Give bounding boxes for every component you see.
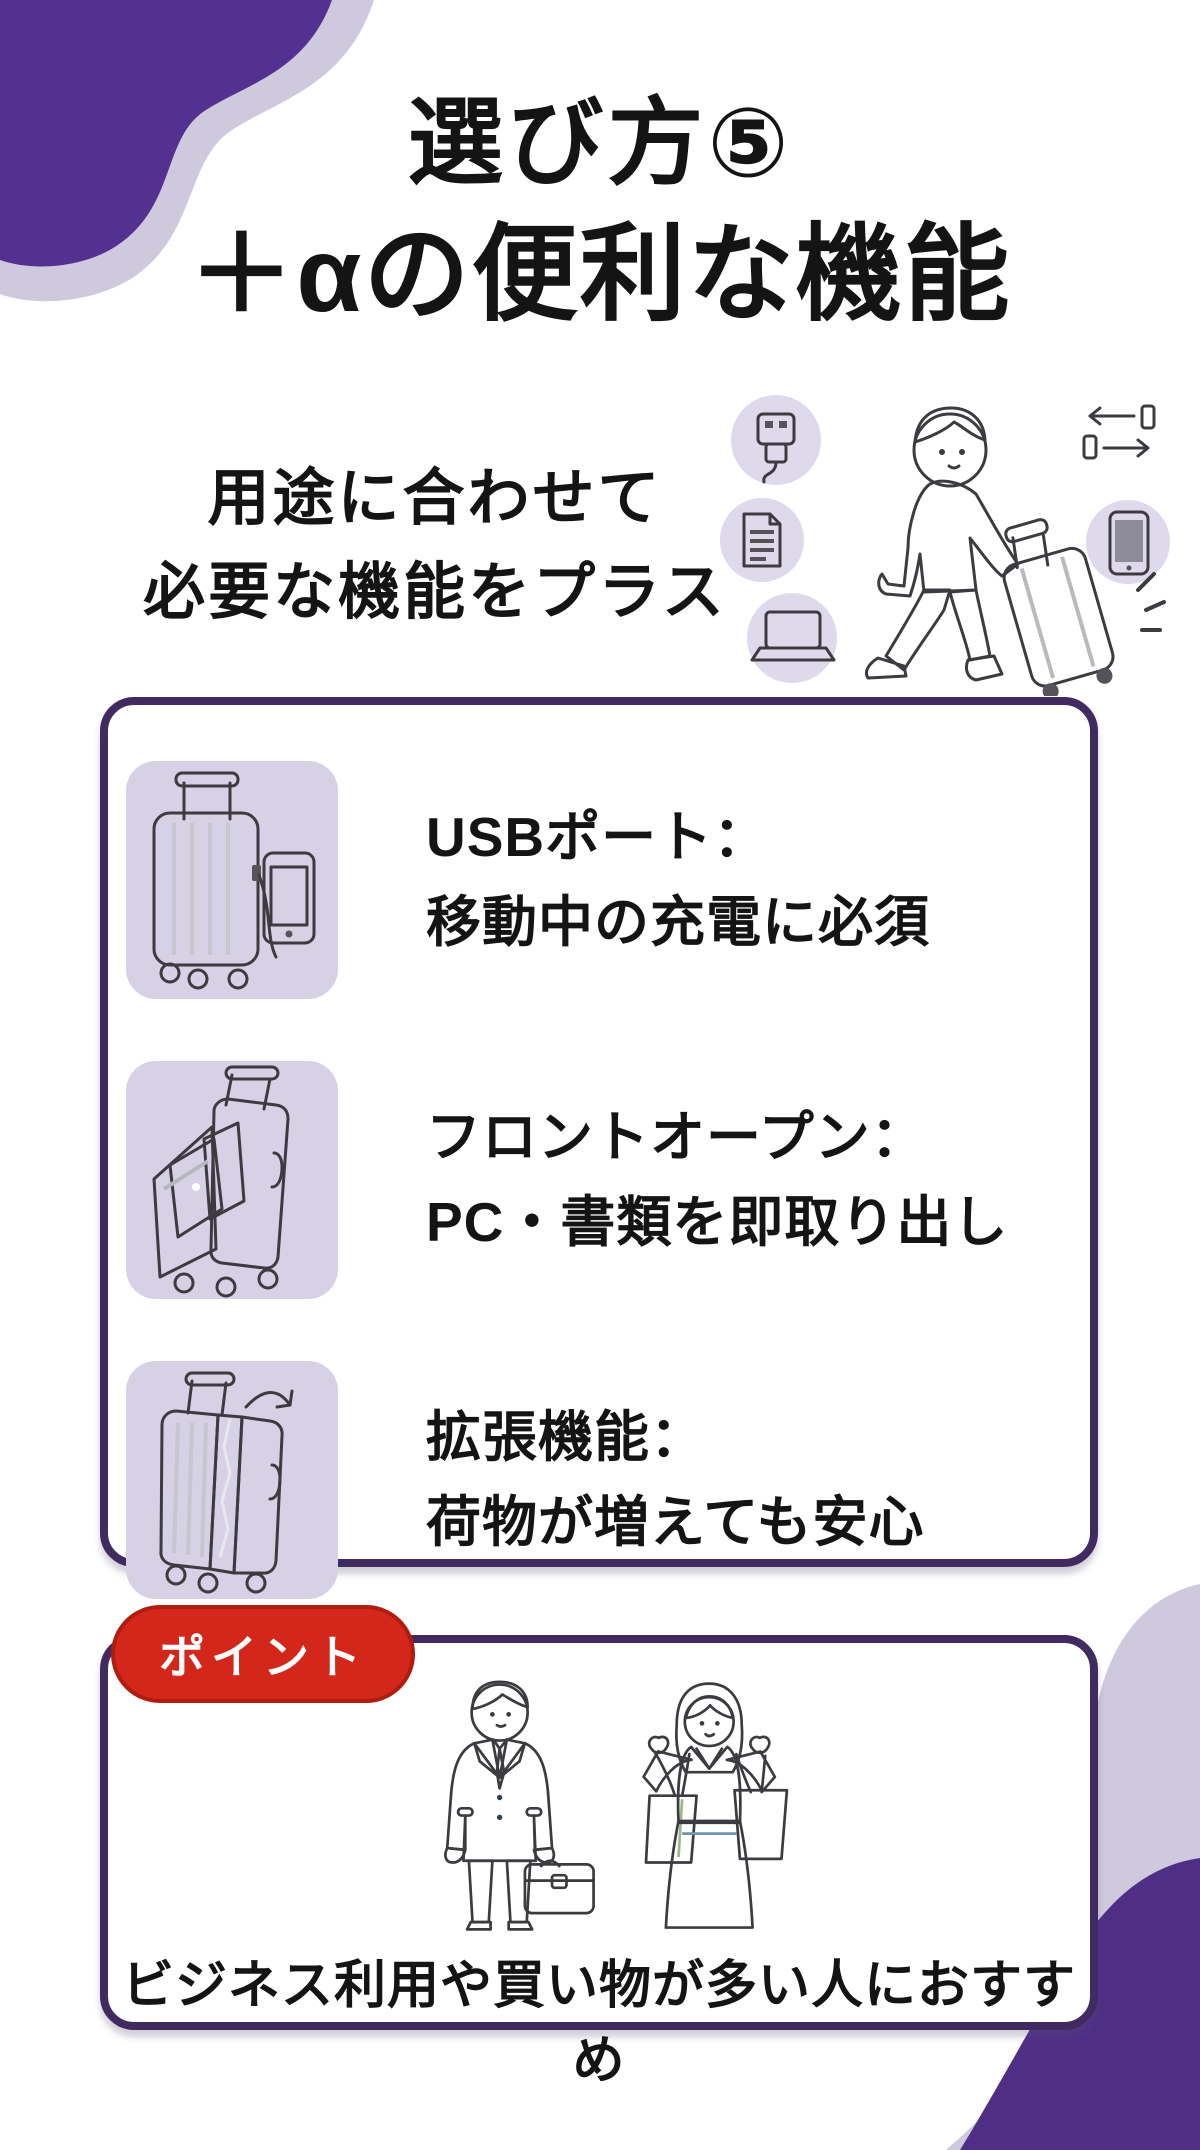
corner-blob-top-left xyxy=(0,0,374,302)
feature-title: 拡張機能： xyxy=(426,1405,707,1468)
title-line2: ＋αの便利な機能 xyxy=(188,216,1012,334)
business-and-shopping-illustration xyxy=(444,1680,789,1931)
intro-text: 用途に合わせて 必要な機能をプラス xyxy=(105,452,765,640)
document-icon xyxy=(720,498,804,582)
intro-line2: 必要な機能をプラス xyxy=(143,558,727,628)
feature-text-expandable: 拡張機能： 荷物が増えても安心 xyxy=(426,1395,925,1566)
feature-desc: 移動中の充電に必須 xyxy=(426,891,931,953)
traveler-illustration xyxy=(720,395,1170,696)
point-badge: ポイント xyxy=(111,1605,415,1703)
features-card: USBポート： 移動中の充電に必須 xyxy=(100,697,1098,1599)
point-card: ポイント xyxy=(100,1605,1098,2090)
usb-plug-icon xyxy=(731,395,821,485)
feature-text-usb-port: USBポート： 移動中の充電に必須 xyxy=(426,795,930,966)
laptop-icon xyxy=(747,593,837,683)
feature-row-expandable: 拡張機能： 荷物が増えても安心 xyxy=(126,1361,1060,1599)
title-line1: 選び方⑤ xyxy=(407,90,793,197)
feature-row-front-open: フロントオープン： PC・書類を即取り出し xyxy=(126,1061,1060,1299)
feature-row-usb-port: USBポート： 移動中の充電に必須 xyxy=(126,761,1060,999)
walking-man xyxy=(864,406,1115,696)
feature-title: USBポート： xyxy=(426,805,770,868)
shopping-woman-figure xyxy=(642,1682,789,1929)
expand-arrows-icon xyxy=(1082,404,1156,460)
point-text: ビジネス利用や買い物が多い人におすすめ xyxy=(121,1957,1076,2090)
motion-lines xyxy=(1136,572,1166,632)
feature-text-front-open: フロントオープン： PC・書類を即取り出し xyxy=(426,1095,1008,1266)
page-title: 選び方⑤ ＋αの便利な機能 xyxy=(0,90,1200,334)
intro-line1: 用途に合わせて xyxy=(207,464,663,533)
businessman-figure xyxy=(444,1680,595,1931)
front-open-suitcase-icon xyxy=(126,1061,338,1299)
usb-charging-suitcase-icon xyxy=(126,761,338,999)
feature-desc: 荷物が増えても安心 xyxy=(426,1491,925,1553)
feature-title: フロントオープン： xyxy=(426,1105,927,1168)
smartphone-icon xyxy=(1086,500,1170,584)
expandable-suitcase-icon xyxy=(126,1361,338,1599)
feature-desc: PC・書類を即取り出し xyxy=(426,1191,1009,1253)
